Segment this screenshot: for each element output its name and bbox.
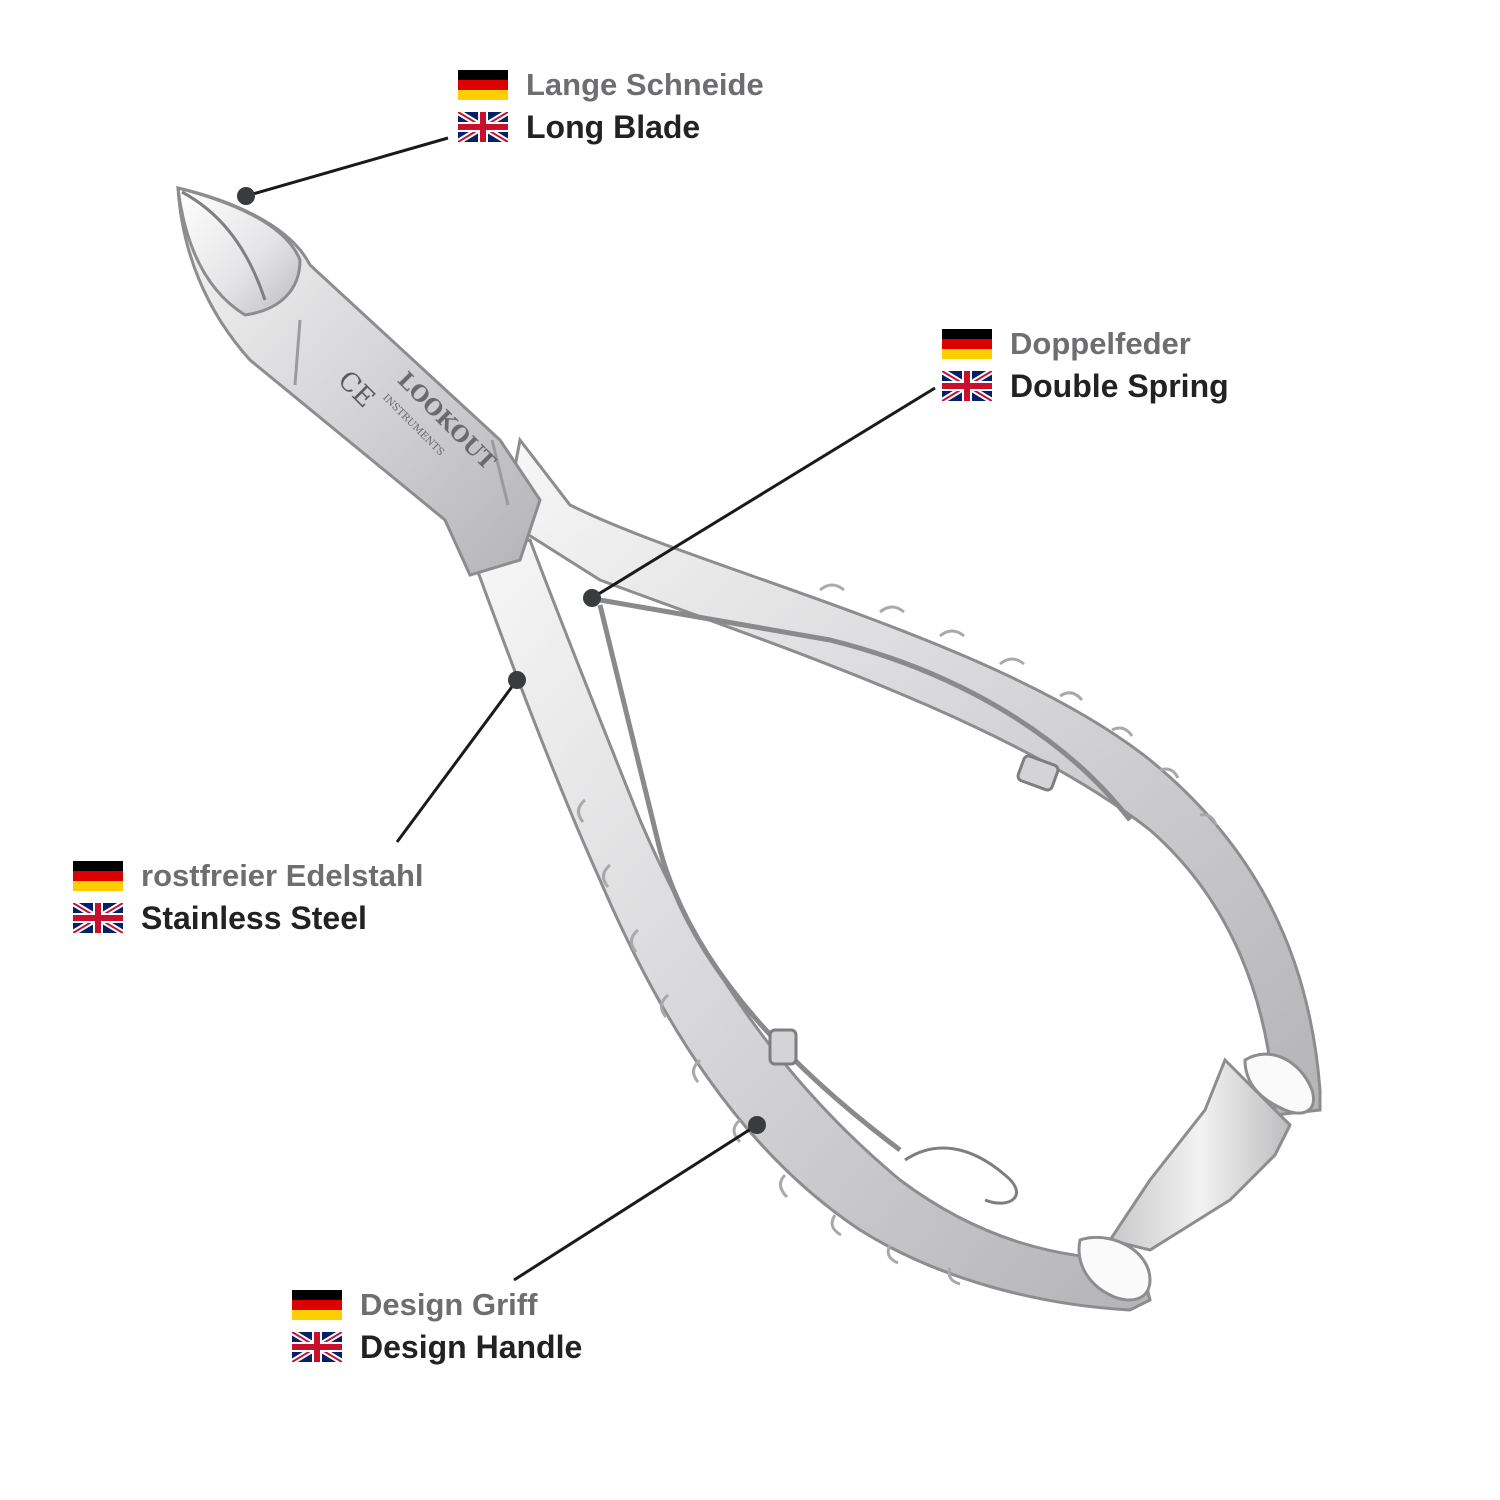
blade-edge [181,190,267,301]
right-handle [503,436,1322,1117]
leader-dot-design-handle [748,1116,766,1134]
label-stainless-steel-en: Stainless Steel [73,897,424,939]
label-design-handle-de-text: Design Griff [360,1287,538,1322]
label-design-handle-en-text: Design Handle [360,1328,583,1365]
label-stainless-steel-de: rostfreier Edelstahl [73,855,424,897]
label-design-handle: Design Griff Design Handle [292,1284,582,1368]
handle-end-plate [1107,1057,1292,1252]
label-design-handle-en: Design Handle [292,1326,582,1368]
right-handle-tip [1243,1052,1315,1115]
germany-flag-icon [942,329,992,359]
germany-flag-icon [73,861,123,891]
label-stainless-steel-en-text: Stainless Steel [141,899,367,936]
left-handle-serrations [577,798,961,1286]
label-double-spring-de: Doppelfeder [942,323,1229,365]
label-long-blade-en: Long Blade [458,106,764,148]
label-design-handle-de: Design Griff [292,1284,582,1326]
leader-dot-stainless-steel [508,671,526,689]
leader-dots [237,187,766,1134]
uk-flag-icon [942,371,992,401]
uk-flag-icon [73,903,123,933]
label-stainless-steel-de-text: rostfreier Edelstahl [141,858,424,893]
label-long-blade-de: Lange Schneide [458,64,764,106]
uk-flag-icon [292,1332,342,1362]
leader-line-design-handle [513,1123,758,1282]
left-handle-tip [1077,1235,1152,1302]
uk-flag-icon [458,112,508,142]
cutting-blade [176,186,302,317]
label-long-blade-en-text: Long Blade [526,108,701,145]
germany-flag-icon [458,70,508,100]
leader-dot-long-blade [237,187,255,205]
leader-lines [245,136,936,1282]
label-long-blade: Lange Schneide Long Blade [458,64,764,148]
spring-screws [768,754,1060,1205]
label-long-blade-de-text: Lange Schneide [526,67,764,102]
label-double-spring-en-text: Double Spring [1010,367,1229,404]
right-handle-serrations [819,583,1218,826]
germany-flag-icon [292,1290,342,1320]
label-double-spring-en: Double Spring [942,365,1229,407]
label-double-spring-de-text: Doppelfeder [1010,326,1191,361]
leader-line-long-blade [245,136,449,198]
leader-dot-double-spring [583,589,601,607]
label-double-spring: Doppelfeder Double Spring [942,323,1229,407]
leader-line-double-spring [591,386,936,600]
left-handle [467,538,1152,1312]
joint-line [293,319,510,506]
label-stainless-steel: rostfreier Edelstahl Stainless Steel [73,855,424,939]
double-spring [597,597,1132,1152]
leader-line-stainless-steel [395,679,519,843]
